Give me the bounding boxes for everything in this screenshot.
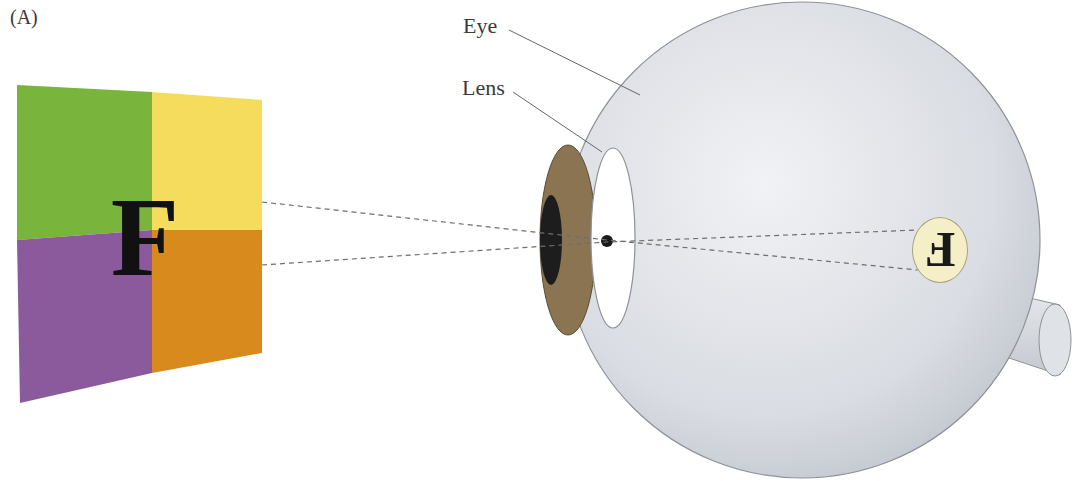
picture-panel: F [17,85,262,403]
panel-letter: (A) [10,6,38,28]
cornea-pupil [540,195,562,285]
eyeball [564,2,1040,478]
leader-line [513,92,602,152]
optic-nerve-end [1039,304,1071,376]
part-name: Eye [463,14,497,38]
iris [540,145,596,335]
part-name: Lens [462,76,505,100]
retinal-image: F [912,217,968,283]
light-ray [262,230,918,265]
letter-f: F [925,221,956,279]
lens [591,148,635,328]
light-ray [262,202,918,270]
leader-line [509,30,640,95]
letter-f: F [111,173,179,302]
